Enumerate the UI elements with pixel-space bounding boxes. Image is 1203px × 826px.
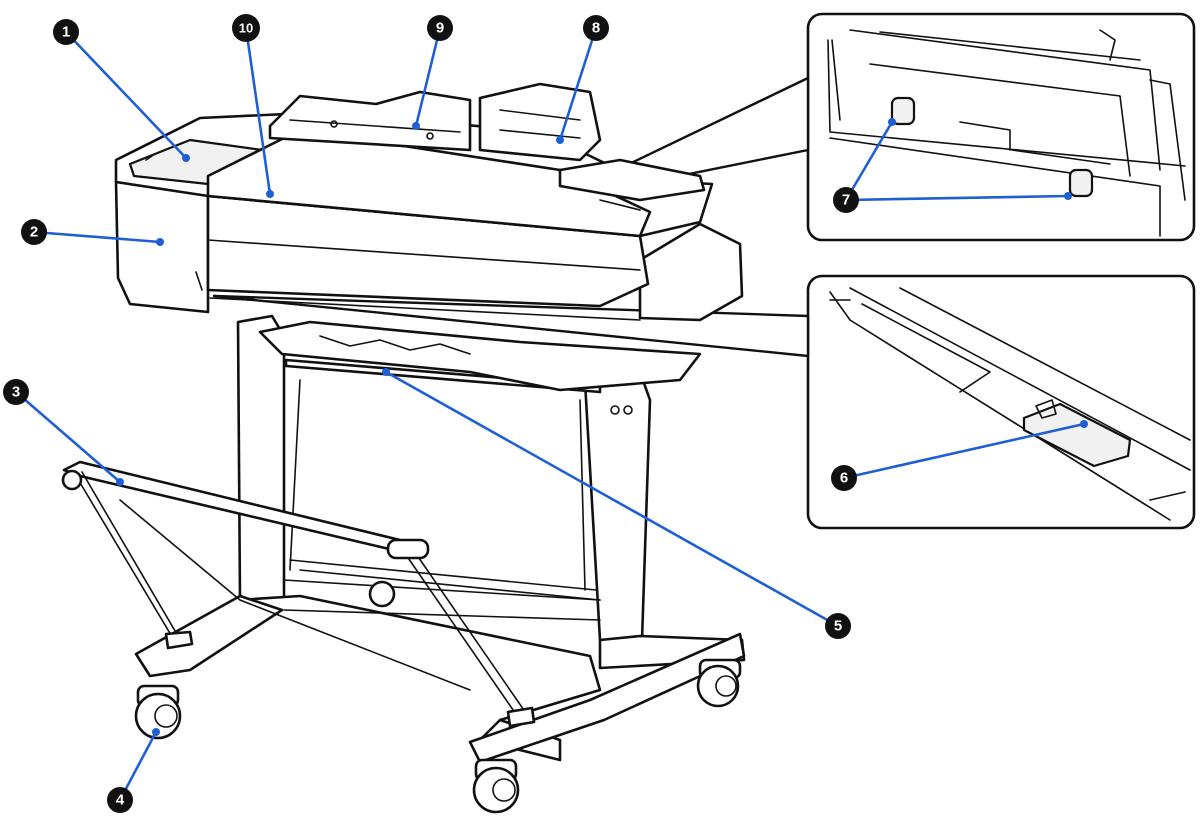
caster-front bbox=[472, 758, 520, 814]
leader-line-10 bbox=[244, 26, 272, 196]
callout-badge-6: 6 bbox=[831, 465, 857, 491]
callout-label-7: 7 bbox=[842, 192, 850, 209]
callout-badge-9: 9 bbox=[427, 15, 453, 41]
callout-badge-3: 3 bbox=[3, 379, 29, 405]
leader-dot-7a bbox=[888, 118, 896, 126]
leader-dot-10 bbox=[266, 190, 274, 198]
output-tray bbox=[258, 320, 702, 392]
callout-badge-1: 1 bbox=[53, 19, 79, 45]
leader-dot-3 bbox=[116, 478, 124, 486]
callout-badge-5: 5 bbox=[825, 613, 851, 639]
leader-dot-9 bbox=[412, 122, 420, 130]
leader-line-5 bbox=[384, 370, 840, 628]
callout-label-3: 3 bbox=[12, 384, 20, 401]
leader-line-8 bbox=[558, 26, 598, 142]
callout-badge-7: 7 bbox=[833, 187, 859, 213]
callout-label-4: 4 bbox=[116, 792, 125, 809]
callout-label-6: 6 bbox=[840, 470, 848, 487]
callout-label-1: 1 bbox=[62, 24, 70, 41]
callout-badge-8: 8 bbox=[583, 15, 609, 41]
leader-line-7b bbox=[844, 194, 1070, 202]
caster-right bbox=[696, 658, 742, 708]
inset-paper-guides bbox=[806, 12, 1196, 242]
leader-dot-2 bbox=[156, 238, 164, 246]
paper-basket bbox=[61, 460, 601, 728]
caster-left bbox=[134, 684, 182, 740]
callout-label-5: 5 bbox=[834, 618, 842, 635]
leader-line-1 bbox=[64, 30, 188, 160]
callout-label-9: 9 bbox=[436, 20, 444, 37]
printer-body bbox=[114, 82, 744, 392]
inset-cutter bbox=[806, 274, 1196, 530]
callout-label-10: 10 bbox=[239, 21, 253, 36]
leader-dot-1 bbox=[182, 154, 190, 162]
printer-stand bbox=[134, 314, 746, 814]
callout-badge-2: 2 bbox=[21, 219, 47, 245]
leader-line-6 bbox=[842, 422, 1086, 480]
leader-dot-6 bbox=[1080, 420, 1088, 428]
right-paper-guide bbox=[1068, 168, 1094, 198]
cutter-slot bbox=[1022, 402, 1132, 468]
callout-label-2: 2 bbox=[30, 224, 38, 241]
left-paper-guide bbox=[890, 96, 916, 126]
leader-line-9 bbox=[414, 26, 442, 128]
leader-dot-5 bbox=[382, 368, 390, 376]
leader-line-7a bbox=[844, 120, 894, 202]
auto-sheet-feeder bbox=[478, 82, 602, 162]
callout-badge-10: 10 bbox=[232, 14, 260, 42]
callout-badge-4: 4 bbox=[107, 787, 133, 813]
leader-line-2 bbox=[32, 230, 162, 244]
leader-lines bbox=[14, 26, 1088, 802]
callout-label-8: 8 bbox=[592, 20, 600, 37]
leader-dot-8 bbox=[556, 136, 564, 144]
leader-line-3 bbox=[14, 390, 122, 484]
leader-dot-7b bbox=[1064, 192, 1072, 200]
caster-rear bbox=[368, 580, 396, 608]
leader-dot-4 bbox=[152, 728, 160, 736]
